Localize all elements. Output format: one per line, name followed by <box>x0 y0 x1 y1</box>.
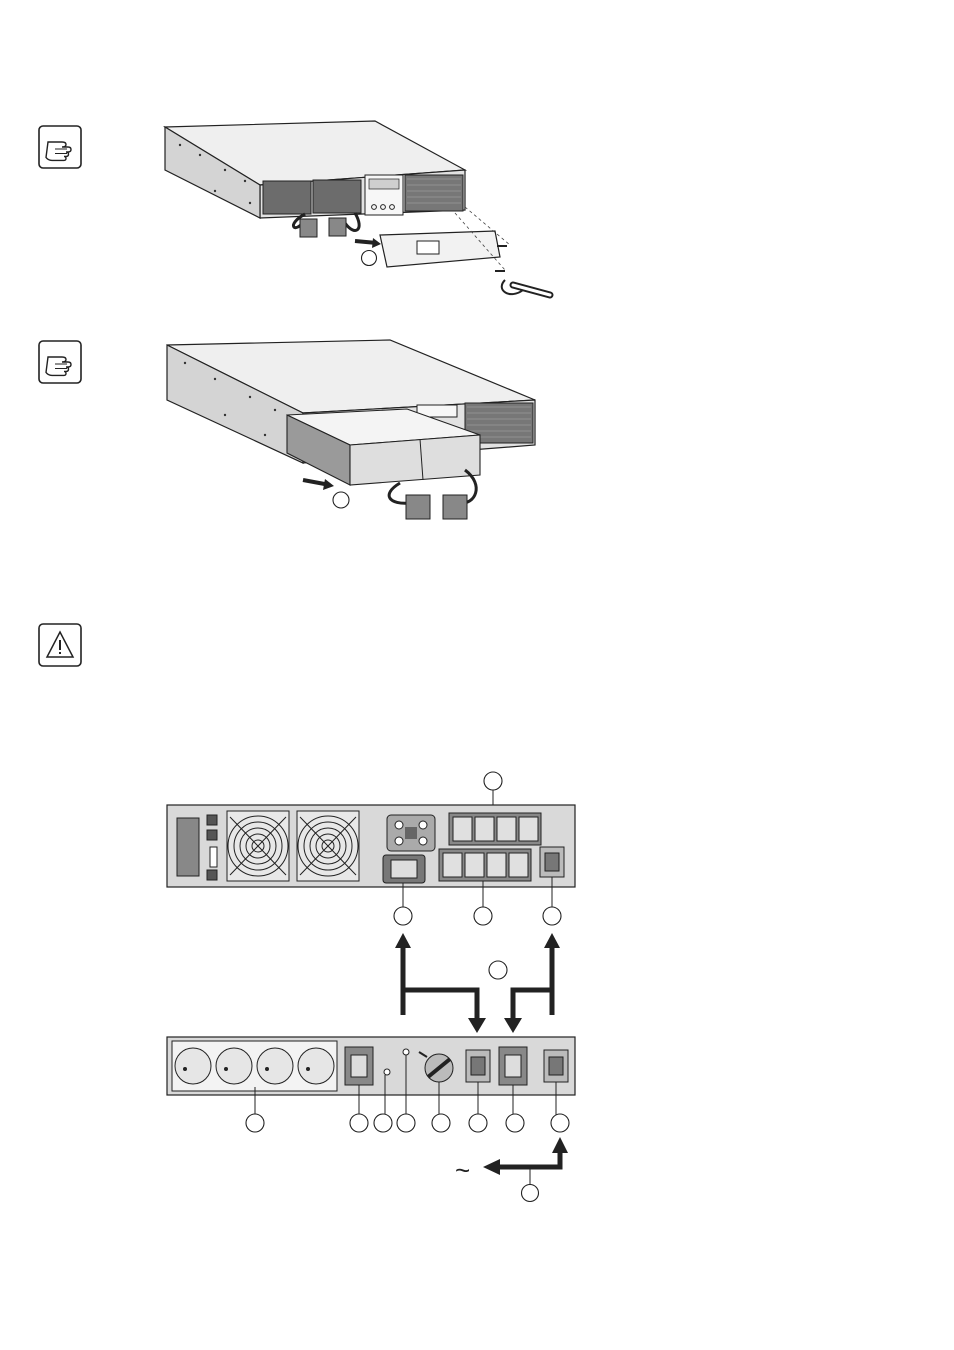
ac-mains-symbol: ~ <box>455 1155 470 1185</box>
figure-battery-removal <box>155 335 555 525</box>
figure-rear-panel-connections: ~ <box>155 765 585 1205</box>
note-pointing-hand-icon <box>38 340 82 384</box>
warning-triangle-icon <box>38 623 82 667</box>
note-pointing-hand-icon <box>38 125 82 169</box>
figure-battery-bracket-removal <box>155 115 575 315</box>
